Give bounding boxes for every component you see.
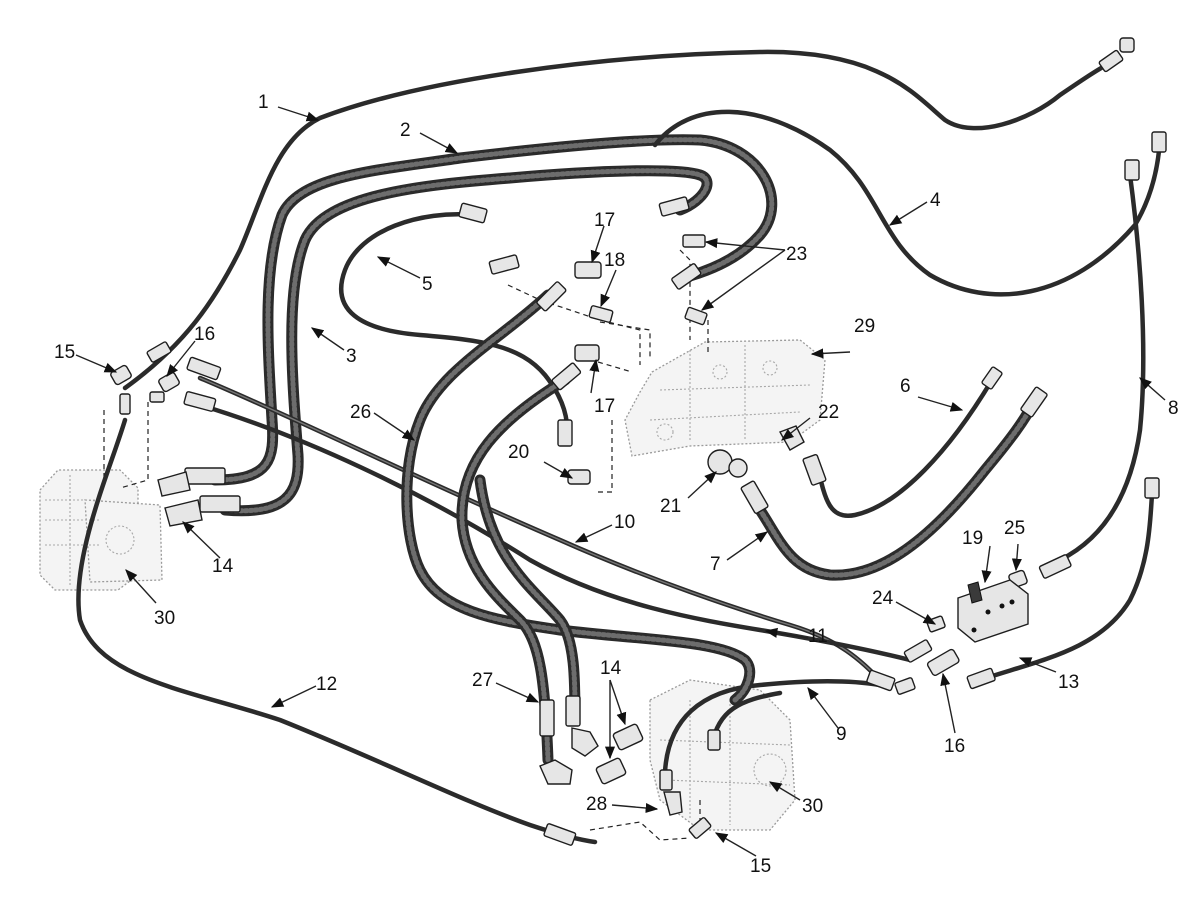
callout-25: 25: [1004, 518, 1025, 539]
callout-14-bottom: 14: [600, 658, 622, 679]
hose-27: [456, 374, 581, 766]
callout-1: 1: [258, 92, 269, 113]
callout-21: 21: [660, 496, 681, 517]
callout-2: 2: [400, 120, 411, 141]
callout-3: 3: [346, 346, 357, 367]
hose-2: [209, 134, 778, 486]
callout-19: 19: [962, 528, 983, 549]
callouts: 1 2 3 4 5 6 7 8 9 10 11 12 13 14 14 15 1…: [54, 92, 1179, 877]
hose-4: [652, 109, 1163, 297]
hose-26: [401, 289, 756, 706]
callout-16-right: 16: [944, 736, 965, 757]
callout-5: 5: [422, 274, 433, 295]
callout-13: 13: [1058, 672, 1079, 693]
callout-18: 18: [604, 250, 625, 271]
hose-12: [76, 417, 598, 845]
hose-8: [1057, 172, 1146, 563]
callout-26: 26: [350, 402, 371, 423]
callout-8: 8: [1168, 398, 1179, 419]
callout-28: 28: [586, 794, 607, 815]
valve-block-19: [957, 579, 1029, 643]
callout-6: 6: [900, 376, 911, 397]
callout-10: 10: [614, 512, 635, 533]
hose-10: [197, 375, 883, 683]
callout-29: 29: [854, 316, 875, 337]
callout-22: 22: [818, 402, 839, 423]
callout-4: 4: [930, 190, 941, 211]
callout-20: 20: [508, 442, 529, 463]
callout-15-left: 15: [54, 342, 75, 363]
callout-30-right: 30: [802, 796, 823, 817]
hose-6: [815, 377, 995, 518]
leader-lines: [75, 106, 1166, 857]
callout-17-top: 17: [594, 210, 615, 231]
callout-9: 9: [836, 724, 847, 745]
callout-30-left: 30: [154, 608, 175, 629]
callout-27: 27: [472, 670, 493, 691]
callout-15-bottom: 15: [750, 856, 771, 877]
callout-14-left: 14: [212, 556, 234, 577]
callout-17-mid: 17: [594, 396, 615, 417]
hose-3: [219, 165, 713, 517]
callout-12: 12: [316, 674, 337, 695]
hose-7: [754, 394, 1041, 581]
callout-16-left: 16: [194, 324, 215, 345]
callout-7: 7: [710, 554, 721, 575]
callout-11: 11: [808, 626, 828, 647]
callout-24: 24: [872, 588, 894, 609]
hose-1: [122, 49, 1115, 391]
fittings: [110, 37, 1167, 846]
callout-23: 23: [786, 244, 807, 265]
hose-11: [197, 402, 913, 663]
